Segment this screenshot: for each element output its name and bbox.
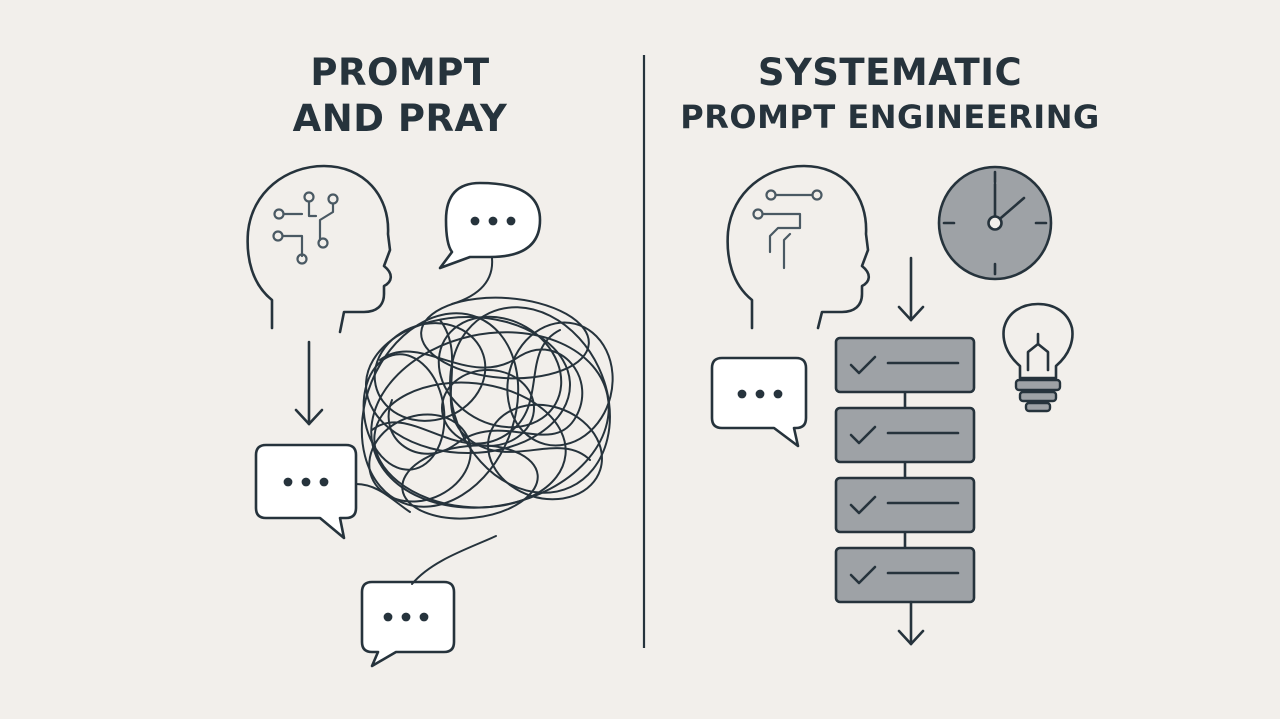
checklist-item <box>834 336 976 394</box>
arrow-down-icon <box>897 600 925 646</box>
checklist-icon <box>834 336 976 604</box>
left-title-line-1: PROMPT <box>310 51 490 94</box>
checklist-item <box>834 406 976 464</box>
lightbulb-icon <box>1002 302 1074 413</box>
arrow-down-icon <box>294 340 324 426</box>
speech-bubble-icon <box>710 356 808 448</box>
clock-icon <box>937 165 1053 281</box>
checklist-item <box>834 546 976 604</box>
arrow-down-icon <box>897 256 925 322</box>
left-panel-title: PROMPT AND PRAY <box>200 50 600 142</box>
speech-bubble-icon <box>254 443 358 540</box>
left-title-line-2: AND PRAY <box>292 97 508 140</box>
tangle-icon <box>355 257 614 585</box>
right-title-line-2: PROMPT ENGINEERING <box>680 98 1100 136</box>
checklist-item <box>834 476 976 534</box>
speech-bubble-icon <box>438 181 542 270</box>
head-circuit-icon <box>246 164 393 334</box>
speech-bubble-icon <box>360 580 456 668</box>
right-title-line-1: SYSTEMATIC <box>757 51 1023 94</box>
head-circuit-icon <box>726 164 871 330</box>
